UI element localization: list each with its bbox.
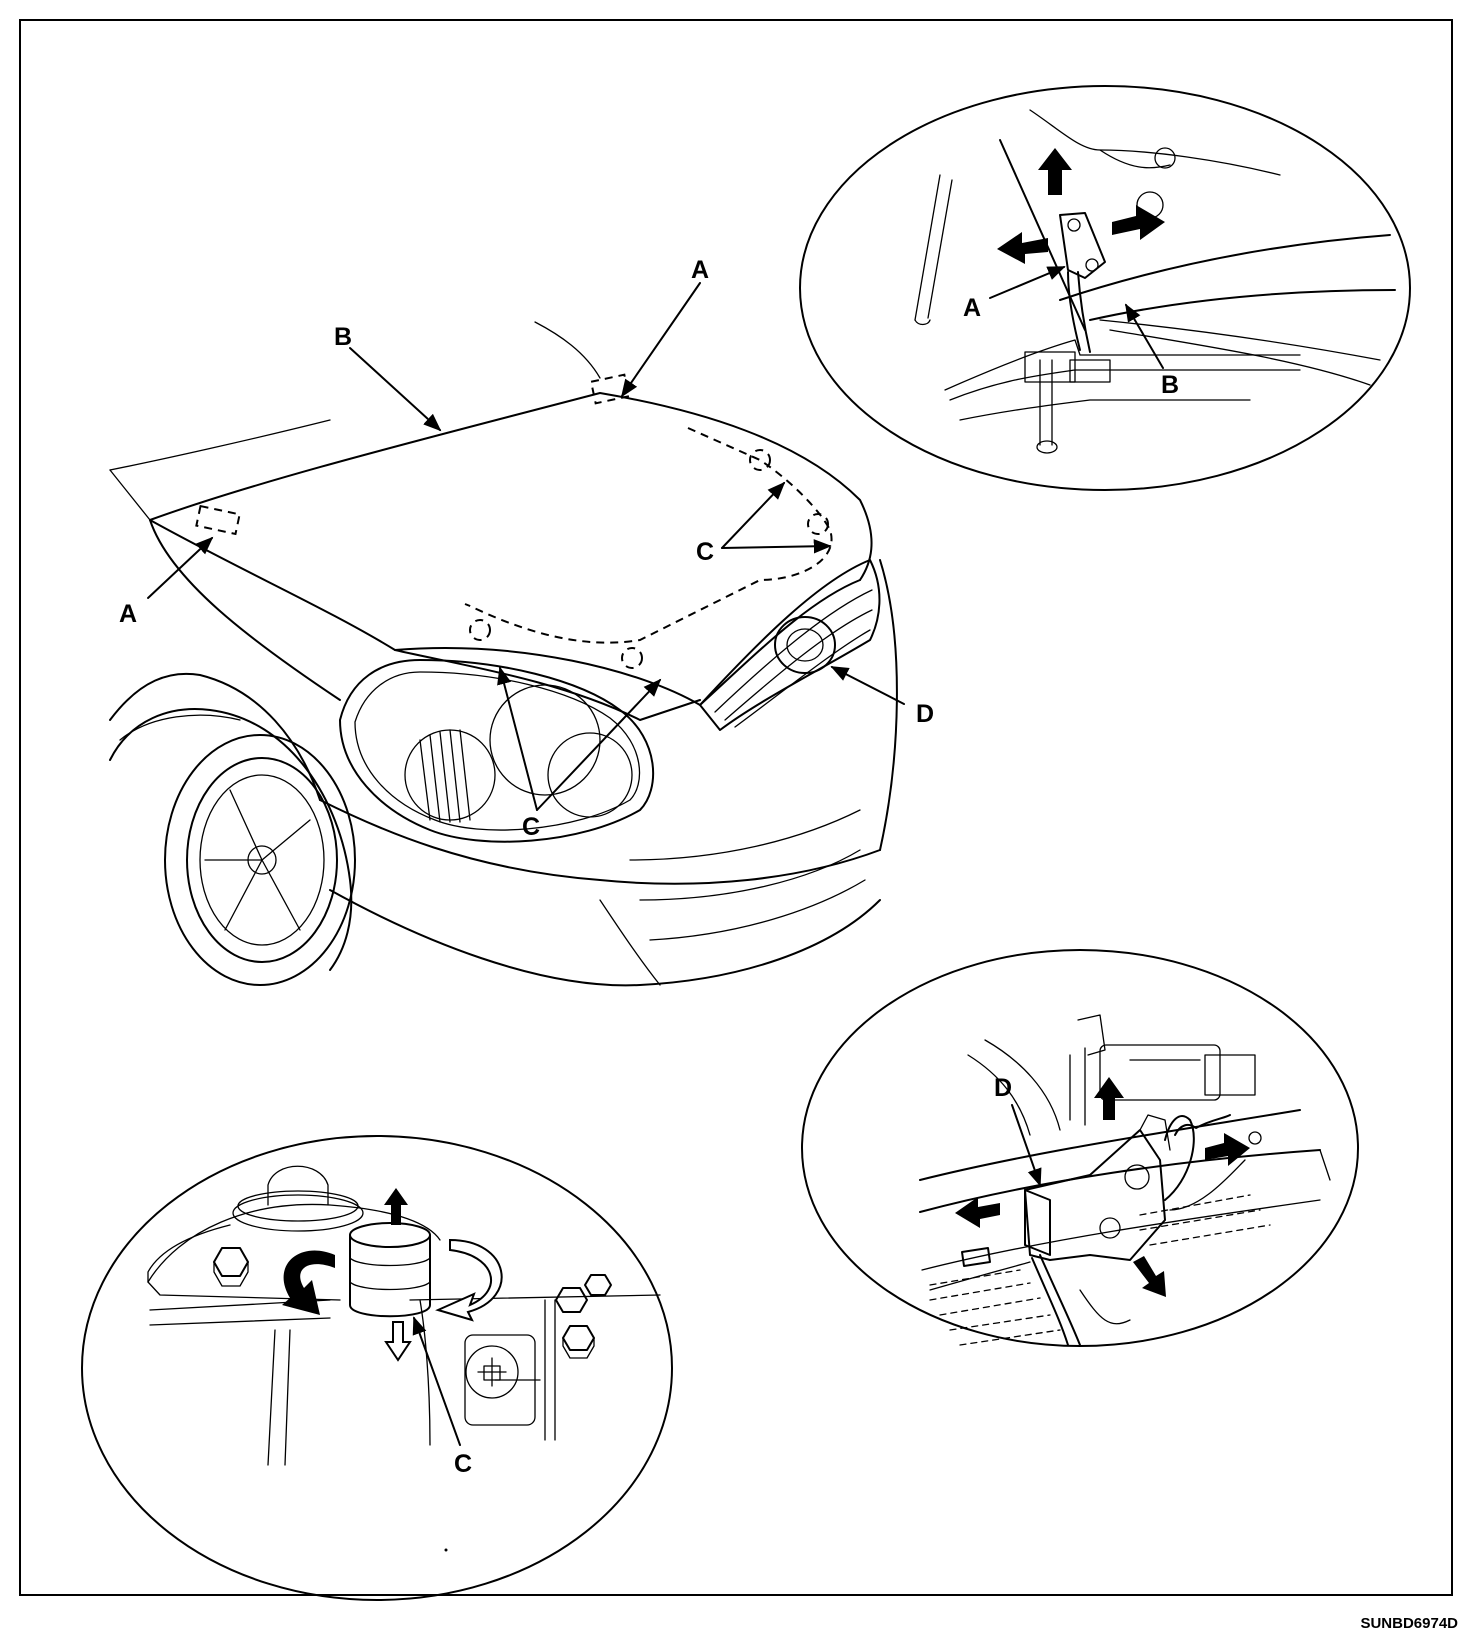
stray-mark: [444, 1548, 448, 1552]
label-seal-detail: B: [1161, 371, 1179, 399]
label-seal: B: [334, 323, 352, 351]
label-latch: D: [916, 700, 934, 728]
label-bumper-rear: C: [696, 538, 714, 566]
hinge-detail-view: A B: [799, 85, 1411, 491]
label-latch-detail: D: [994, 1074, 1012, 1102]
label-hinge-right: A: [691, 256, 709, 284]
label-hinge-detail: A: [963, 294, 981, 322]
label-bumper-front: C: [522, 813, 540, 841]
figure-frame: [19, 19, 1453, 1596]
label-bumper-detail: C: [454, 1450, 472, 1478]
bumper-detail-view: C: [81, 1135, 673, 1601]
label-hinge-left: A: [119, 600, 137, 628]
document-id: SUNBD6974D: [1360, 1615, 1458, 1632]
latch-detail-view: D: [801, 949, 1359, 1347]
car-front-view: A B A C C D: [109, 256, 934, 987]
